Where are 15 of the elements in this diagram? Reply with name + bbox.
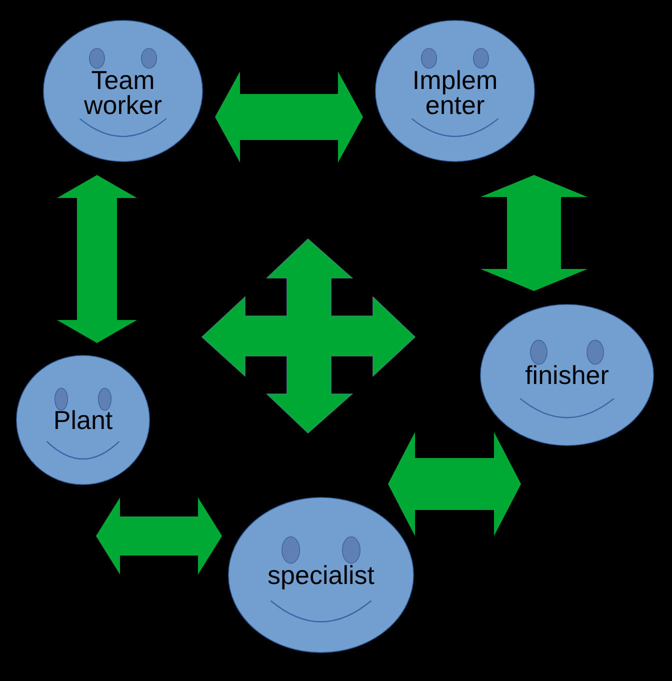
node-label: Team worker — [83, 68, 163, 118]
node-label: specialist — [267, 560, 375, 590]
smiley-face — [16, 355, 150, 485]
smiley-face — [480, 304, 654, 446]
double-arrow — [480, 175, 588, 291]
smiley-face — [43, 20, 203, 162]
double-arrow — [388, 432, 521, 536]
node-label: Plant — [52, 405, 114, 435]
smiley-face — [375, 20, 535, 162]
node-label: Implem enter — [412, 68, 498, 118]
double-arrow — [57, 175, 137, 343]
double-arrow — [215, 72, 363, 162]
node-label: finisher — [524, 360, 610, 390]
double-arrow — [96, 498, 222, 574]
smiley-face — [228, 497, 414, 653]
